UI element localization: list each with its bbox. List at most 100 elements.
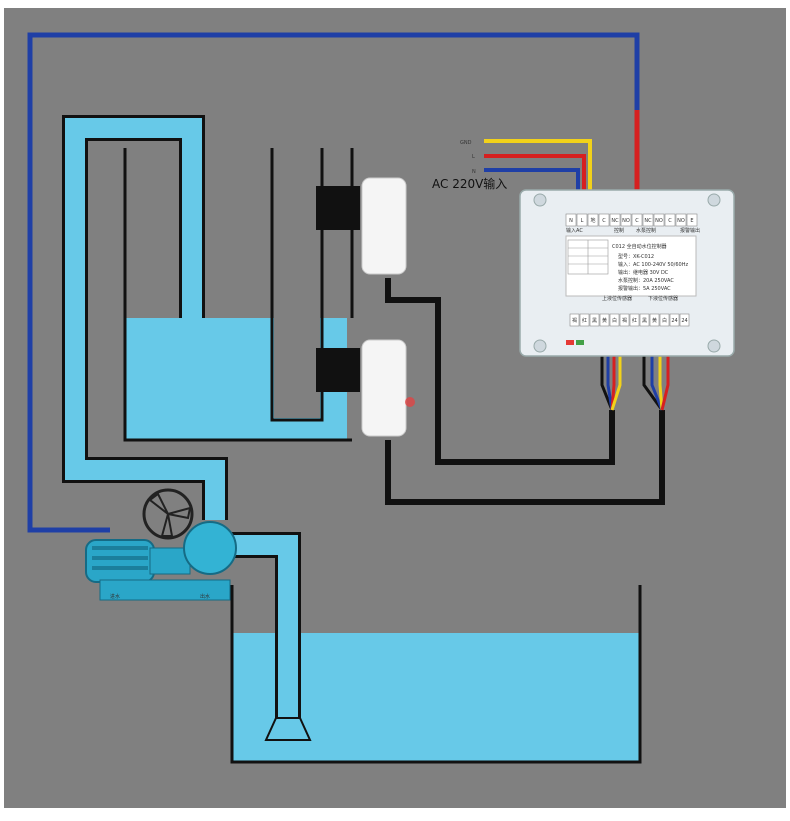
bottom-terminal-label: 24: [681, 318, 687, 324]
top-terminal-cell: [631, 213, 643, 227]
bottom-terminal-label: 24: [671, 318, 677, 324]
top-terminal-cell: [576, 213, 588, 227]
bottom-terminal-cell: [679, 313, 690, 327]
controller-title: C012 全自动水位控制器: [612, 243, 667, 250]
delivery-pipe: [65, 118, 225, 520]
bottom-terminal-label: 白: [612, 317, 617, 324]
pump-fan-icon: [142, 488, 194, 540]
bottom-terminal-cell: [569, 313, 580, 327]
gnd-wire: [484, 139, 592, 200]
wires: [27, 32, 670, 533]
top-terminal-cell: [653, 213, 665, 227]
group-label-input: 输入AC: [566, 227, 583, 234]
bottom-terminal-label: 褐: [622, 317, 627, 324]
live-label: L: [472, 154, 475, 160]
top-terminal-cell: [664, 213, 676, 227]
top-terminal-cell: [686, 213, 698, 227]
water-pump: 进水 出水: [85, 488, 237, 601]
pump-label-left: 进水: [110, 593, 120, 600]
controller-model: 型号：XK-C012: [618, 253, 654, 260]
upper-level-sensor: [316, 177, 407, 275]
lower-sensor-cable: [385, 410, 665, 505]
sensor-group-upper: 上液位传感器: [602, 295, 632, 302]
upper-sensor-clamp: [316, 186, 360, 230]
top-terminal-label: NC: [644, 218, 652, 224]
top-terminal-cell: [675, 213, 687, 227]
controller-pump-spec: 水泵控制：20A 250VAC: [618, 277, 674, 284]
top-terminal-label: NO: [655, 218, 663, 224]
upper-sensor-body: [361, 177, 407, 275]
top-terminal-label: C: [668, 218, 672, 224]
bottom-terminal-label: 黑: [592, 318, 597, 324]
bottom-terminal-label: 黄: [652, 317, 657, 324]
upper-sensor-cable: [385, 278, 615, 465]
sensor-group-lower: 下液位传感器: [648, 295, 678, 302]
sensor-tube: [270, 148, 324, 422]
upper-tank: [123, 148, 354, 442]
live-wire: [484, 154, 586, 200]
top-terminal-label: 地: [590, 217, 595, 224]
spec-table: [567, 239, 609, 275]
top-terminal-cell: [609, 213, 621, 227]
group-label-alarm: 报警输出: [680, 227, 700, 234]
water-pipes: [62, 115, 312, 741]
top-terminal-cell: [642, 213, 654, 227]
top-terminal-label: L: [581, 218, 584, 224]
bottom-terminal-cell: [609, 313, 620, 327]
controller-alarm-spec: 报警输出：5A 250VAC: [618, 285, 671, 292]
suction-pipe: [232, 535, 298, 740]
lower-sensor-body: [361, 339, 407, 437]
bottom-terminal-label: 红: [632, 317, 637, 324]
pump-blue-wire: [27, 32, 640, 533]
sensor-indicator-light: [405, 397, 415, 407]
bottom-terminal-label: 褐: [572, 317, 577, 324]
top-terminal-label: NO: [622, 218, 630, 224]
pump-label-right: 出水: [200, 593, 210, 600]
bottom-terminal-cell: [579, 313, 590, 327]
bottom-terminal-label: 白: [662, 317, 667, 324]
pump-housing: [183, 521, 237, 575]
pump-coupling: [149, 547, 191, 575]
upper-tank-walls: [123, 148, 352, 442]
bottom-terminal-cell: [649, 313, 660, 327]
top-terminal-cell: [565, 213, 577, 227]
power-led: [566, 340, 574, 345]
controller-label-sticker: [565, 235, 697, 297]
bottom-terminal-cell: [639, 313, 650, 327]
controller-input-spec: 输入：AC 100-240V 50/60Hz: [618, 261, 688, 268]
top-terminal-cell: [598, 213, 610, 227]
bottom-terminal-label: 红: [582, 317, 587, 324]
sensor-cable-fanout: [600, 352, 670, 411]
bottom-terminal-cell: [619, 313, 630, 327]
ac-input-caption: AC 220V输入: [432, 176, 507, 191]
bottom-terminal-label: 黄: [602, 317, 607, 324]
bottom-terminal-label: 黑: [642, 318, 647, 324]
top-terminal-label: E: [690, 218, 693, 224]
lower-sensor-clamp: [316, 348, 360, 392]
ac-input-labels: GND L N AC 220V输入: [432, 140, 507, 191]
top-terminal-label: NO: [677, 218, 685, 224]
status-led: [576, 340, 584, 345]
gnd-label: GND: [460, 140, 472, 146]
group-label-control: 控制: [614, 227, 624, 234]
bottom-terminal-cell: [589, 313, 600, 327]
foot-valve: [264, 717, 312, 741]
top-terminal-label: N: [569, 218, 573, 224]
bottom-terminal-cell: [659, 313, 670, 327]
group-label-pump: 水泵控制: [636, 227, 656, 234]
controller-output-spec: 输出：继电器 30V DC: [618, 269, 669, 276]
neutral-label: N: [472, 169, 476, 175]
bottom-terminal-cell: [669, 313, 680, 327]
top-terminal-label: NC: [611, 218, 619, 224]
top-terminal-cell: [620, 213, 632, 227]
top-terminal-label: C: [635, 218, 639, 224]
top-terminal-cell: [587, 213, 599, 227]
lower-level-sensor: [316, 339, 415, 437]
pump-base: [99, 579, 231, 601]
lower-tank-walls: [230, 585, 642, 764]
